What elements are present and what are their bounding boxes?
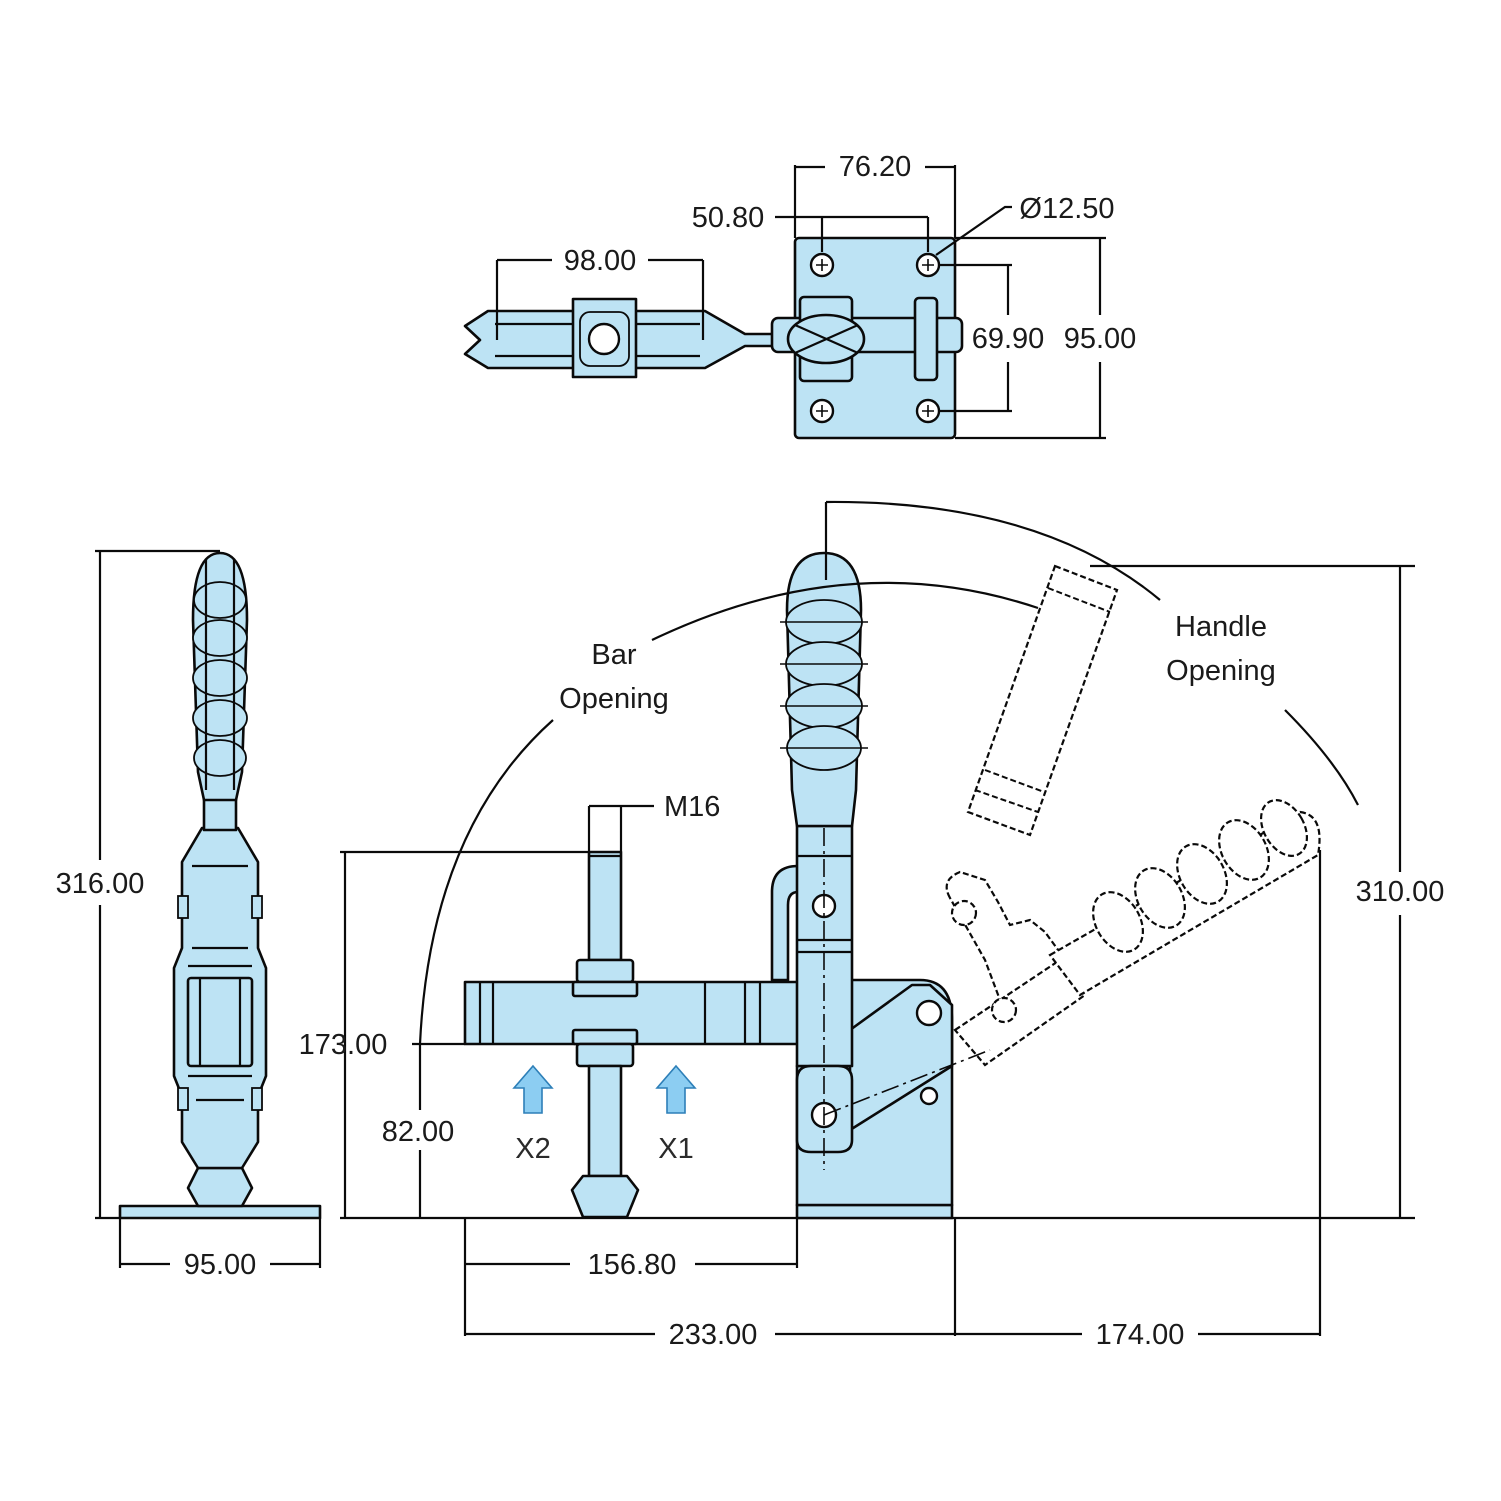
- spindle-hole: [587, 322, 621, 356]
- top-view-dimensions: 76.20 50.80 Ø12.50 98.00 69.90 95.00: [495, 151, 1137, 440]
- dim-spindle-height: 173.00: [299, 1029, 388, 1061]
- label-bar-opening-line1: Bar: [591, 639, 636, 671]
- dim-hole-diameter: Ø12.50: [1019, 193, 1114, 225]
- dim-hole-spacing-x: 50.80: [692, 202, 765, 234]
- force-label-x1: X1: [658, 1133, 693, 1165]
- dim-bar-reach: 156.80: [588, 1249, 677, 1281]
- dim-overall-height: 310.00: [1356, 876, 1445, 908]
- side-view-dimensions: 173.00 82.00 310.00 156.80 233.00 174.00: [299, 564, 1445, 1351]
- end-view-spindle-tip: [186, 1166, 254, 1208]
- end-view-base-plate: [118, 1204, 322, 1220]
- top-view: 76.20 50.80 Ø12.50 98.00 69.90 95.00: [463, 151, 1137, 440]
- label-thread-size: M16: [664, 791, 720, 823]
- dim-bar-height: 82.00: [382, 1116, 455, 1148]
- dim-total-length: 233.00: [669, 1319, 758, 1351]
- force-label-x2: X2: [515, 1133, 550, 1165]
- top-view-mounting-holes: [809, 252, 941, 424]
- force-arrow-x1: [655, 1064, 697, 1114]
- side-view: X2 X1 Bar Opening Handle Opening M16 173…: [299, 500, 1445, 1351]
- pivot-hole: [915, 999, 943, 1027]
- body-hole: [919, 1086, 939, 1106]
- dim-handle-reach: 174.00: [1096, 1319, 1185, 1351]
- spindle: [570, 850, 640, 1219]
- dim-hole-spacing-y: 69.90: [972, 323, 1045, 355]
- opening-annotations: Bar Opening Handle Opening M16: [418, 500, 1359, 1045]
- dim-bar-length: 98.00: [564, 245, 637, 277]
- end-view-grip: [191, 551, 249, 802]
- label-handle-opening-line1: Handle: [1175, 611, 1267, 643]
- label-bar-opening-line2: Opening: [559, 683, 669, 715]
- force-arrow-x2: [512, 1064, 554, 1114]
- dim-plate-height: 95.00: [1064, 323, 1137, 355]
- dim-plate-width: 76.20: [839, 151, 912, 183]
- side-view-grip: [780, 551, 868, 828]
- clamp-arm: [770, 580, 991, 1170]
- ghost-open-handle: [945, 564, 1321, 1067]
- dim-end-height: 316.00: [56, 868, 145, 900]
- end-view-dimensions: 316.00 95.00: [56, 549, 322, 1281]
- end-view: 316.00 95.00: [56, 549, 322, 1281]
- dim-end-base-width: 95.00: [184, 1249, 257, 1281]
- force-arrows: X2 X1: [512, 1064, 697, 1165]
- label-handle-opening-line2: Opening: [1166, 655, 1276, 687]
